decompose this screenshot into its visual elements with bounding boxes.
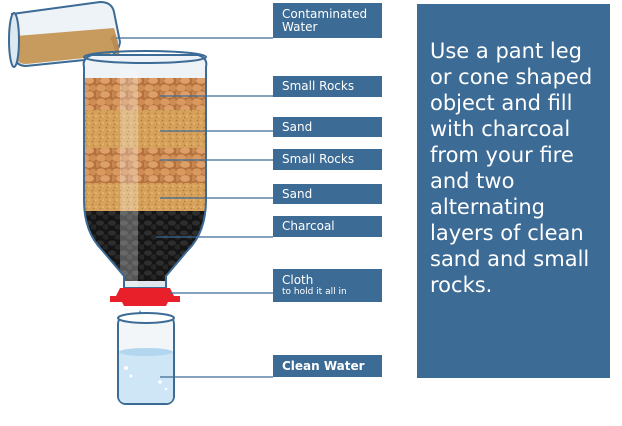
label-line: Cloth <box>282 272 314 287</box>
leader-lines <box>116 37 273 378</box>
filter-layers <box>83 55 207 288</box>
label-line-small: to hold it all in <box>282 286 347 297</box>
small-rocks-layer-top <box>83 78 207 110</box>
label-line: Sand <box>282 119 313 134</box>
label-line: Small Rocks <box>282 152 355 166</box>
bottle-rim <box>83 50 207 64</box>
label-line: Charcoal <box>282 219 335 233</box>
bottle-outline <box>82 54 208 289</box>
label-line: Contaminated <box>282 6 368 21</box>
label-small-rocks-middle: Small Rocks <box>273 149 382 170</box>
info-panel-text: Use a pant leg or cone shaped object and… <box>430 39 593 297</box>
label-line: Clean Water <box>282 358 365 373</box>
label-line: Water <box>282 19 318 34</box>
label-sand-bottom: Sand <box>273 184 382 204</box>
label-cloth: Cloth to hold it all in <box>273 269 382 302</box>
cloth-layer <box>83 281 207 288</box>
collection-jar <box>117 312 175 405</box>
label-charcoal: Charcoal <box>273 216 382 237</box>
label-contaminated-water: Contaminated Water <box>273 3 382 38</box>
label-small-rocks-top: Small Rocks <box>273 76 382 97</box>
sand-layer-top <box>83 110 207 148</box>
red-cap <box>110 288 180 306</box>
sand-layer-bottom <box>83 183 207 211</box>
label-line: Sand <box>282 186 313 201</box>
label-line: Small Rocks <box>282 79 355 93</box>
label-sand-top: Sand <box>273 117 382 137</box>
info-panel: Use a pant leg or cone shaped object and… <box>417 4 610 378</box>
small-rocks-layer-middle <box>83 148 207 183</box>
label-clean-water: Clean Water <box>273 355 382 377</box>
